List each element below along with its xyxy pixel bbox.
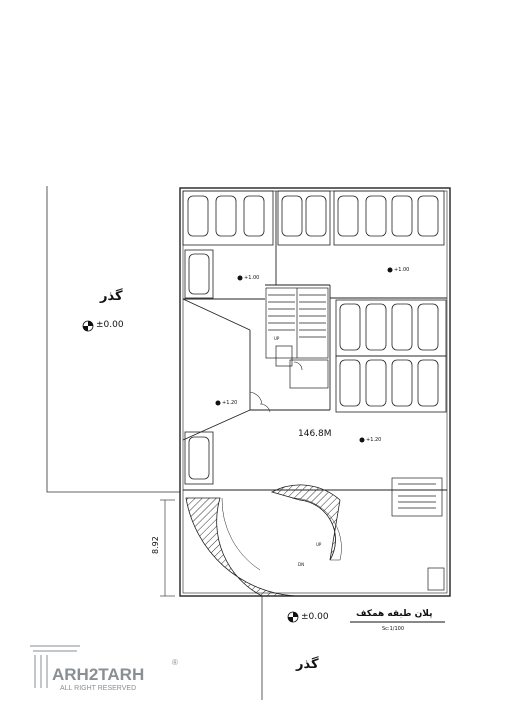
- door-swings: [249, 361, 303, 413]
- area-label: 146.8M: [298, 429, 332, 439]
- stair-lower-right: [391, 477, 445, 591]
- site-boundary: [46, 186, 450, 700]
- parking-top-row: [182, 190, 445, 246]
- logo-mark: ®: [172, 658, 178, 667]
- level-text-b: +1.00: [394, 267, 409, 273]
- dn-label-ramp: DN: [298, 562, 304, 567]
- up-label-ramp: UP: [316, 542, 322, 547]
- parking-left: [184, 249, 214, 485]
- level-text-bottom: ±0.00: [301, 612, 329, 622]
- level-marker-small: [215, 267, 393, 443]
- level-text-d: +1.20: [366, 437, 381, 443]
- up-label-stair: UP: [274, 336, 280, 341]
- ramps: [185, 484, 342, 597]
- street-label-bottom: گذر: [295, 656, 319, 672]
- logo-tagline: ALL RIGHT RESERVED: [60, 685, 136, 692]
- level-marker-street: [82, 320, 94, 332]
- stair-core: [265, 287, 329, 389]
- level-text-c: +1.20: [222, 400, 237, 406]
- brand-logo: [30, 645, 80, 688]
- street-label-left: گذر: [99, 288, 123, 304]
- level-text-street: ±0.00: [96, 320, 124, 330]
- dimension-line: [160, 499, 175, 597]
- level-marker-bottom: [287, 611, 299, 623]
- plan-scale: Sc:1/100: [382, 626, 404, 632]
- logo-brand: ARH2TARH: [52, 665, 144, 684]
- dimension-text: 8.92: [151, 536, 160, 554]
- parking-right-block: [335, 299, 447, 413]
- building-outline: [179, 187, 451, 597]
- plan-title: پلان طبقه همکف: [356, 609, 432, 619]
- level-text-a: +1.00: [244, 275, 259, 281]
